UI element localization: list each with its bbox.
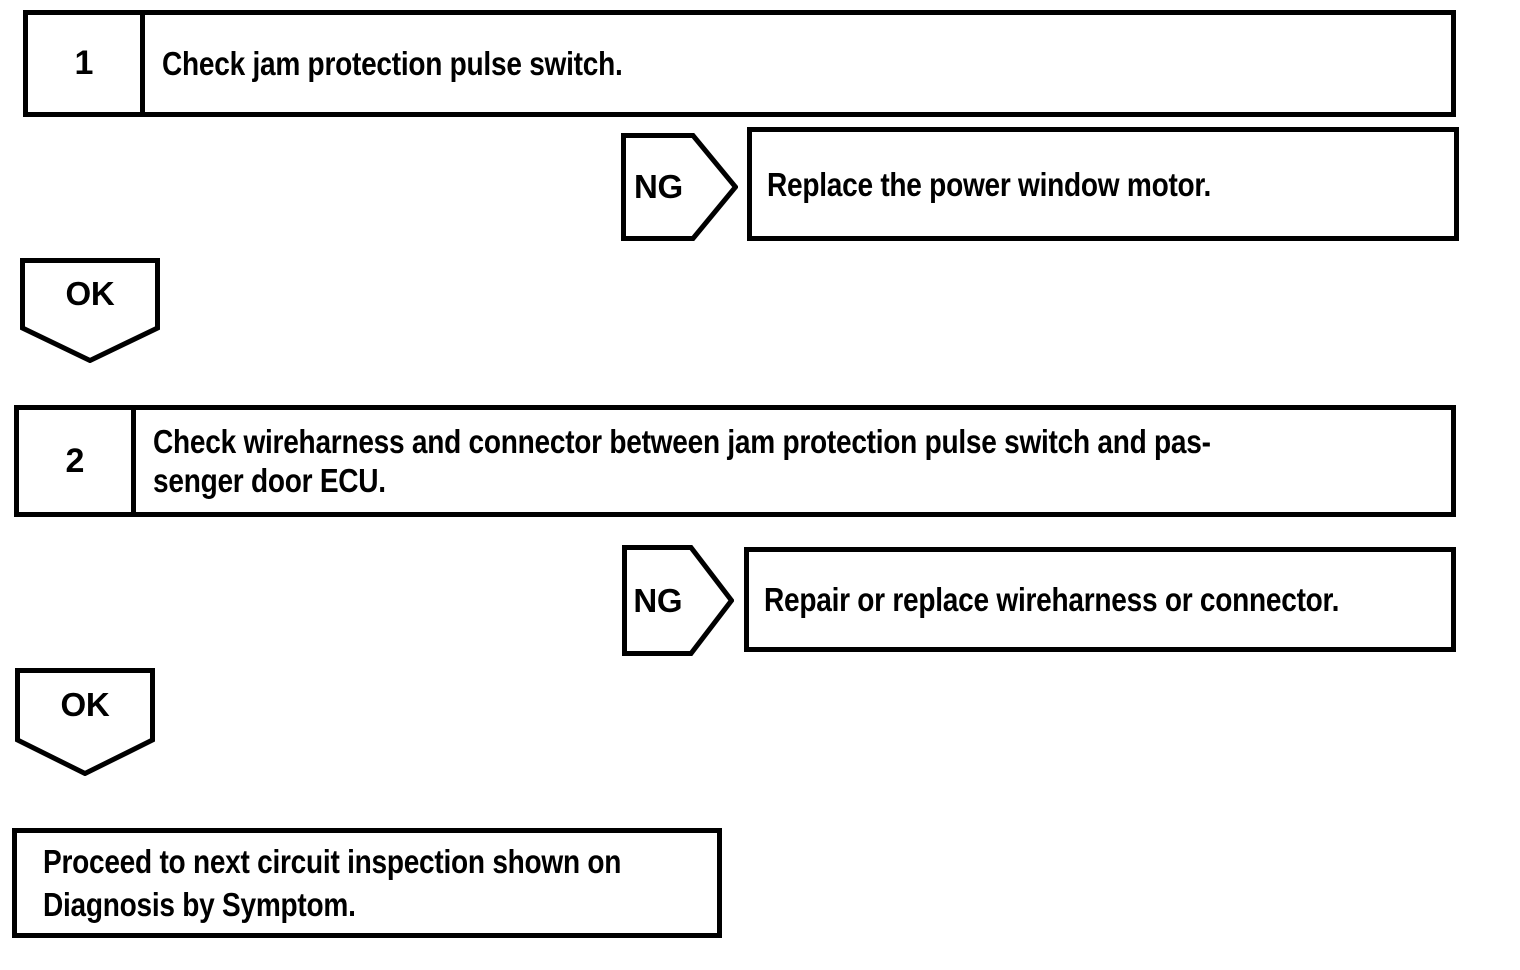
step-2-box: 2 Check wireharness and connector betwee… bbox=[14, 405, 1456, 517]
step-2-number: 2 bbox=[19, 410, 136, 512]
step-2-ng-pentagon-icon: NG bbox=[622, 545, 734, 656]
step-2-instruction-line-2: senger door ECU. bbox=[153, 462, 386, 499]
terminal-box: Proceed to next circuit inspection shown… bbox=[12, 828, 722, 938]
step-2-instruction: Check wireharness and connector between … bbox=[136, 410, 1451, 512]
step-2-ng-label: NG bbox=[633, 581, 683, 619]
ng-arrow-shape bbox=[622, 545, 734, 656]
terminal-line-2: Diagnosis by Symptom. bbox=[43, 886, 356, 923]
step-1-ng-action-box: Replace the power window motor. bbox=[747, 127, 1459, 241]
ok-arrow-shape bbox=[20, 258, 160, 363]
step-1-ok-pentagon-icon: OK bbox=[20, 258, 160, 363]
step-2-ok-label: OK bbox=[60, 685, 110, 723]
step-1-ng-pentagon-icon: NG bbox=[621, 133, 738, 241]
terminal-line-1: Proceed to next circuit inspection shown… bbox=[43, 843, 622, 880]
step-2-ok-pentagon-icon: OK bbox=[15, 668, 155, 776]
step-2-instruction-line-1: Check wireharness and connector between … bbox=[153, 423, 1211, 460]
step-1-ng-label: NG bbox=[633, 168, 683, 205]
step-1-instruction: Check jam protection pulse switch. bbox=[145, 15, 1451, 112]
step-1-number: 1 bbox=[28, 15, 145, 112]
ok-arrow-shape bbox=[15, 668, 155, 776]
ng-arrow-shape bbox=[621, 133, 738, 241]
step-1-instruction-line-1: Check jam protection pulse switch. bbox=[162, 45, 623, 82]
step-2-ng-action-text: Repair or replace wireharness or connect… bbox=[764, 581, 1340, 618]
step-1-ng-action-text: Replace the power window motor. bbox=[767, 165, 1212, 203]
terminal-text: Proceed to next circuit inspection shown… bbox=[17, 833, 717, 933]
step-1-box: 1 Check jam protection pulse switch. bbox=[23, 10, 1456, 117]
step-1-ok-label: OK bbox=[65, 274, 115, 312]
step-2-ng-action-box: Repair or replace wireharness or connect… bbox=[744, 547, 1456, 652]
